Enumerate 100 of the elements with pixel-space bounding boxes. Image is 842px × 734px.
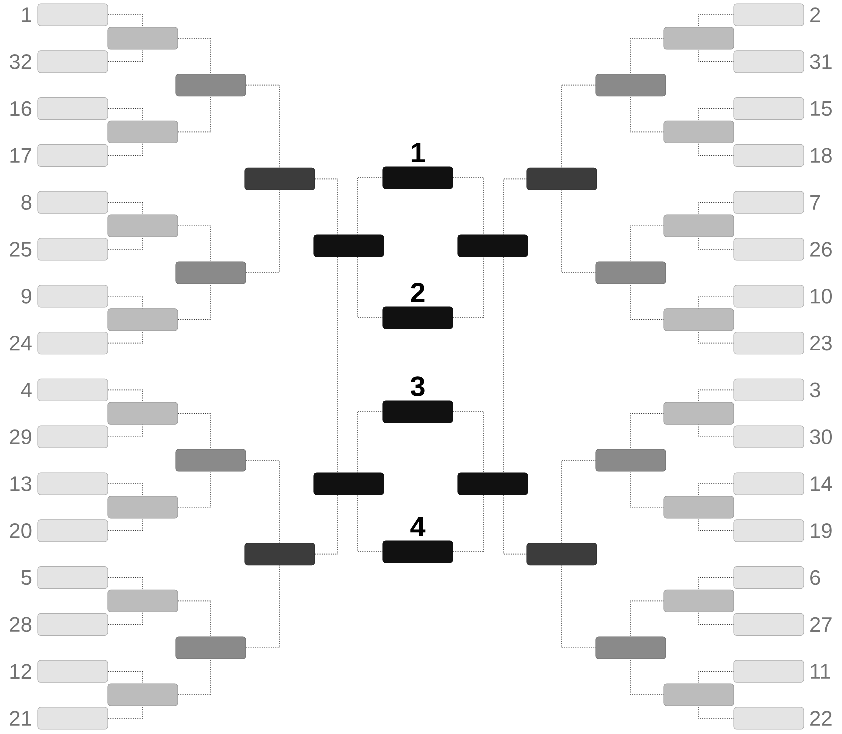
bracket-line — [108, 484, 144, 496]
bracket-line — [178, 96, 212, 133]
seed-number: 13 — [10, 476, 32, 492]
match-box — [664, 402, 734, 425]
bracket-line — [630, 226, 664, 262]
match-box — [596, 262, 666, 284]
bracket-line — [452, 412, 484, 474]
bracket-line — [452, 494, 484, 552]
seed-number: 32 — [10, 54, 32, 70]
seed-number: 12 — [10, 664, 32, 679]
seed-number: 2 — [810, 8, 820, 22]
seed-number: 1 — [22, 8, 32, 22]
bracket-line — [630, 96, 664, 133]
bracket-line — [108, 518, 144, 532]
seed-number: 20 — [10, 523, 32, 538]
place-number: 3 — [410, 376, 425, 396]
bracket-line — [698, 612, 734, 626]
match-box — [108, 684, 178, 706]
match-box — [458, 472, 528, 496]
seed-number: 7 — [810, 195, 820, 210]
place-number: 4 — [410, 517, 426, 536]
match-box — [664, 120, 734, 144]
bracket-line — [108, 296, 144, 309]
seed-number: 22 — [810, 711, 832, 726]
bracket-line — [178, 600, 212, 638]
match-box — [596, 74, 666, 97]
match-box — [664, 496, 734, 519]
match-box — [244, 168, 316, 190]
bracket-line — [246, 460, 280, 544]
bracket-line — [698, 108, 734, 122]
bracket-line — [246, 565, 280, 648]
seed-number: 3 — [810, 382, 820, 398]
match-box — [244, 543, 316, 566]
bracket-line — [630, 471, 664, 508]
bracket-line — [698, 237, 734, 250]
bracket-line — [178, 284, 212, 320]
match-box — [596, 636, 666, 660]
match-box — [664, 27, 734, 50]
bracket-line — [630, 38, 664, 74]
bracket-line — [108, 237, 144, 250]
bracket-line — [108, 612, 144, 626]
match-box — [526, 168, 598, 190]
match-box — [664, 214, 734, 238]
match-box — [314, 472, 384, 496]
bracket-line — [246, 84, 280, 168]
match-box — [314, 234, 384, 258]
seed-number: 9 — [22, 288, 32, 304]
bracket-line — [698, 330, 734, 344]
bracket-line — [504, 178, 528, 236]
seed-number: 17 — [10, 148, 32, 163]
bracket-line — [698, 424, 734, 438]
bracket-line — [358, 494, 384, 552]
bracket-line — [178, 38, 212, 74]
seed-number: 15 — [811, 101, 832, 116]
match-box — [108, 402, 178, 425]
match-box — [664, 308, 734, 332]
match-box — [108, 120, 178, 144]
match-box — [108, 590, 178, 612]
seed-number: 28 — [10, 617, 32, 632]
bracket-line — [698, 390, 734, 403]
bracket-line — [698, 484, 734, 496]
seed-number: 27 — [810, 617, 832, 632]
match-box — [526, 543, 598, 566]
bracket-line — [246, 190, 280, 274]
seed-number: 23 — [810, 336, 832, 351]
seed-number: 30 — [810, 430, 832, 445]
seed-number: 5 — [22, 570, 32, 586]
bracket-line — [698, 14, 734, 28]
bracket-line — [108, 108, 144, 122]
bracket-line — [630, 284, 664, 320]
seed-number: 25 — [10, 242, 32, 257]
bracket-line — [108, 424, 144, 438]
bracket-line — [358, 412, 384, 474]
match-box — [596, 449, 666, 472]
bracket-line — [698, 577, 734, 590]
bracket-line — [630, 413, 664, 450]
seed-number: 19 — [811, 523, 832, 538]
bracket-line — [698, 143, 734, 156]
bracket-line — [698, 202, 734, 216]
place-number: 1 — [412, 143, 425, 162]
seed-number: 29 — [10, 430, 32, 445]
seed-number: 14 — [811, 476, 832, 492]
seed-number: 16 — [10, 101, 32, 116]
bracket-line — [504, 494, 528, 555]
bracket-line — [562, 565, 596, 648]
bracket-line — [178, 659, 212, 696]
bracket-line — [108, 49, 144, 62]
match-box — [176, 74, 246, 97]
bracket-line — [358, 256, 384, 318]
seed-number: 18 — [811, 148, 832, 164]
match-box — [664, 590, 734, 612]
seed-number: 26 — [810, 242, 832, 257]
bracket-line — [108, 143, 144, 156]
bracket-line — [108, 671, 144, 684]
match-box — [108, 214, 178, 238]
match-box — [108, 308, 178, 332]
seed-number: 21 — [10, 711, 32, 726]
match-box — [458, 234, 528, 258]
place-number: 2 — [411, 282, 425, 302]
bracket-line — [108, 390, 144, 403]
